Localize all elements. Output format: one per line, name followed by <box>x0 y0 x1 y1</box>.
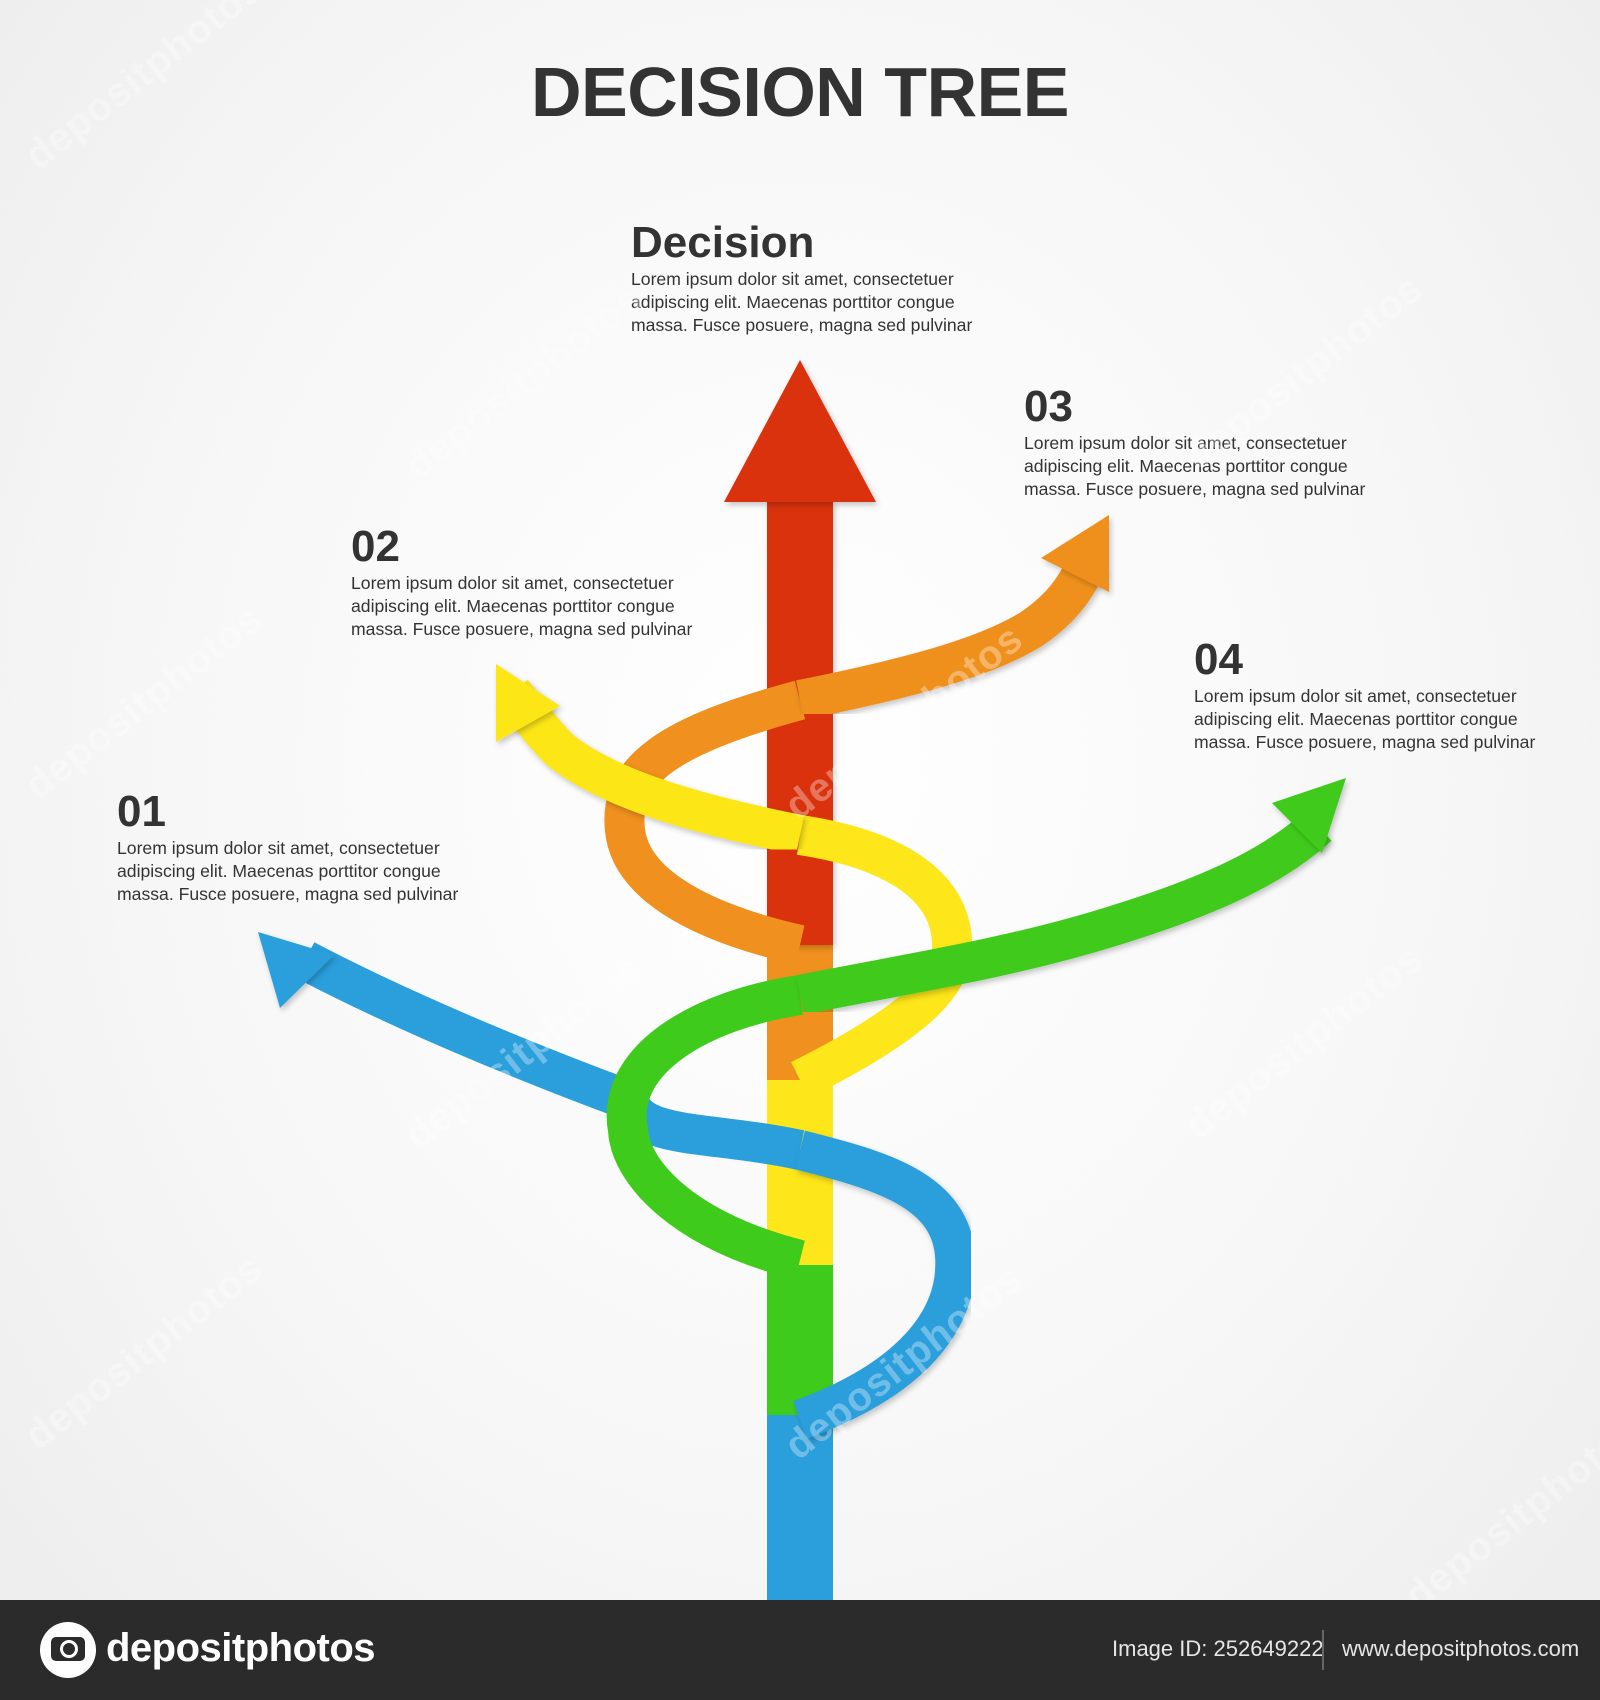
option-block-04: 04 Lorem ipsum dolor sit amet, consectet… <box>1194 637 1554 754</box>
orange-arrow-head <box>1041 515 1109 592</box>
option-text-line: Lorem ipsum dolor sit amet, consectetuer <box>1024 433 1347 453</box>
option-text-01: Lorem ipsum dolor sit amet, consectetuer… <box>117 837 477 906</box>
option-heading-01: 01 <box>117 787 166 836</box>
page-title: DECISION TREE <box>530 53 1070 131</box>
option-text-line: adipiscing elit. Maecenas porttitor cong… <box>1194 709 1518 729</box>
camera-logo-icon <box>40 1622 96 1678</box>
orange-arrow-back <box>604 680 806 965</box>
option-heading-03: 03 <box>1024 382 1073 431</box>
green-arrow-back <box>606 975 805 1280</box>
blue-arrow-head <box>258 932 334 1008</box>
option-text-line: adipiscing elit. Maecenas porttitor cong… <box>117 861 441 881</box>
yellow-arrow-head <box>496 664 560 742</box>
option-text-line: Lorem ipsum dolor sit amet, consectetuer <box>1194 686 1517 706</box>
option-text-line: adipiscing elit. Maecenas porttitor cong… <box>1024 456 1348 476</box>
blue-arrow-back <box>295 942 805 1170</box>
option-text-line: massa. Fusce posuere, magna sed pulvinar <box>1024 479 1366 499</box>
decision-text-line: Lorem ipsum dolor sit amet, consectetuer <box>631 269 954 289</box>
site-url: www.depositphotos.com <box>1342 1636 1580 1661</box>
infographic: DECISION TREE Decision Lore <box>117 53 1554 1600</box>
trunk-segment-blue <box>767 1415 833 1600</box>
option-text-04: Lorem ipsum dolor sit amet, consectetuer… <box>1194 685 1554 754</box>
green-arrow-head <box>1272 778 1346 853</box>
option-text-line: massa. Fusce posuere, magna sed pulvinar <box>1194 732 1536 752</box>
blue-arrow-front <box>793 1130 976 1439</box>
green-arrow-front <box>796 811 1332 1015</box>
option-text-line: adipiscing elit. Maecenas porttitor cong… <box>351 596 675 616</box>
decision-text-line: massa. Fusce posuere, magna sed pulvinar <box>631 315 973 335</box>
option-text-line: Lorem ipsum dolor sit amet, consectetuer <box>117 838 440 858</box>
option-heading-02: 02 <box>351 522 400 571</box>
option-text-02: Lorem ipsum dolor sit amet, consectetuer… <box>351 572 711 641</box>
option-block-02: 02 Lorem ipsum dolor sit amet, consectet… <box>351 524 711 641</box>
option-text-03: Lorem ipsum dolor sit amet, consectetuer… <box>1024 432 1384 501</box>
option-heading-04: 04 <box>1194 635 1243 684</box>
image-id: Image ID: 252649222 <box>1112 1636 1324 1661</box>
brand-name: depositphotos <box>106 1626 376 1670</box>
option-block-01: 01 Lorem ipsum dolor sit amet, consectet… <box>117 789 477 906</box>
decision-text-line: adipiscing elit. Maecenas porttitor cong… <box>631 292 955 312</box>
footer-divider <box>1322 1630 1324 1670</box>
option-text-line: Lorem ipsum dolor sit amet, consectetuer <box>351 573 674 593</box>
decision-arrow-head <box>724 360 876 502</box>
decision-heading: Decision <box>631 218 815 267</box>
decision-text: Lorem ipsum dolor sit amet, consectetuer… <box>631 268 1001 337</box>
orange-arrow-front <box>796 553 1107 720</box>
decision-tree-diagram <box>258 360 1346 1600</box>
decision-block: Decision Lorem ipsum dolor sit amet, con… <box>631 220 1001 337</box>
footer-bar: depositphotos Image ID: 252649222 www.de… <box>0 1600 1600 1700</box>
option-text-line: massa. Fusce posuere, magna sed pulvinar <box>117 884 459 904</box>
option-text-line: massa. Fusce posuere, magna sed pulvinar <box>351 619 693 639</box>
option-block-03: 03 Lorem ipsum dolor sit amet, consectet… <box>1024 384 1384 501</box>
